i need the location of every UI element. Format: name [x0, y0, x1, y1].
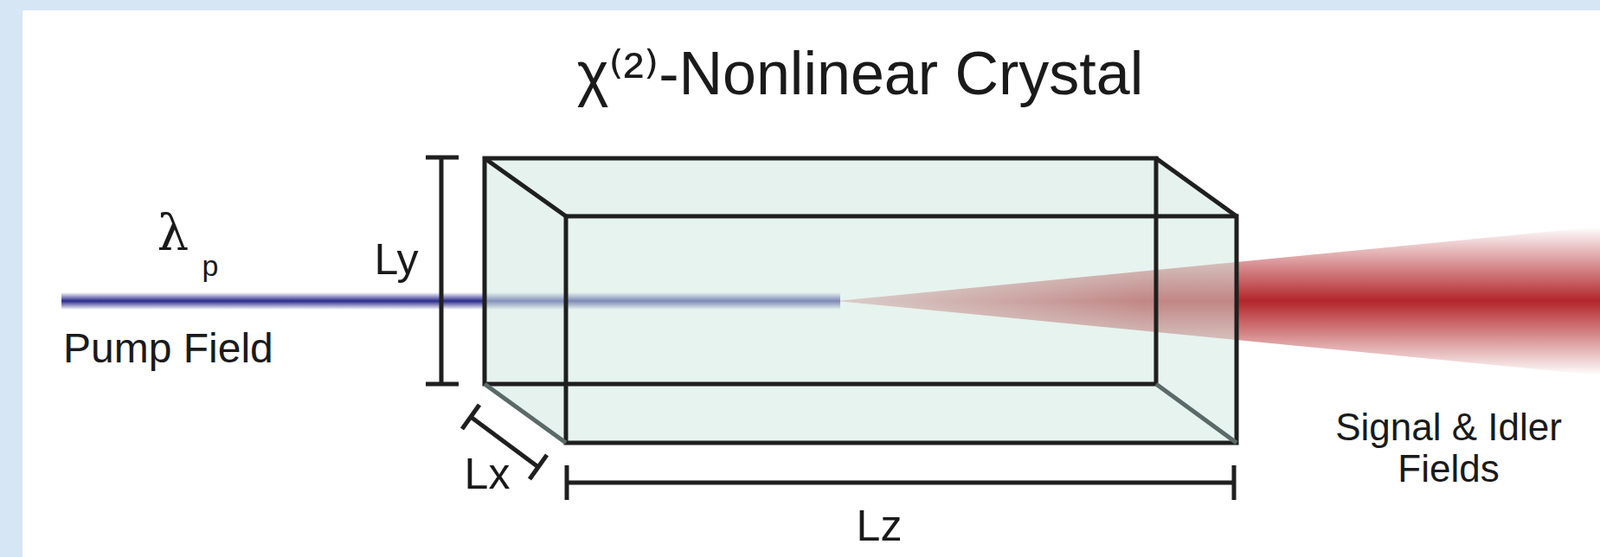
- pump-label: Pump Field: [63, 326, 274, 373]
- output-label: Signal & Idler Fields: [1305, 406, 1592, 491]
- crystal-side: [484, 158, 566, 444]
- dimension-label: Ly: [374, 236, 419, 284]
- crystal-front: [565, 216, 1237, 444]
- dimension-label: Lz: [856, 502, 903, 551]
- pump-wavelength-symbol: λ: [157, 205, 190, 262]
- dimension-brackets: [425, 157, 1234, 501]
- dimension-label: Lx: [464, 450, 511, 499]
- pump-subscript: p: [202, 250, 219, 283]
- crystal-top: [484, 158, 1237, 217]
- crystal-edges: [484, 158, 1237, 444]
- diagram-title: χ⁽²⁾-Nonlinear Crystal: [577, 40, 1144, 108]
